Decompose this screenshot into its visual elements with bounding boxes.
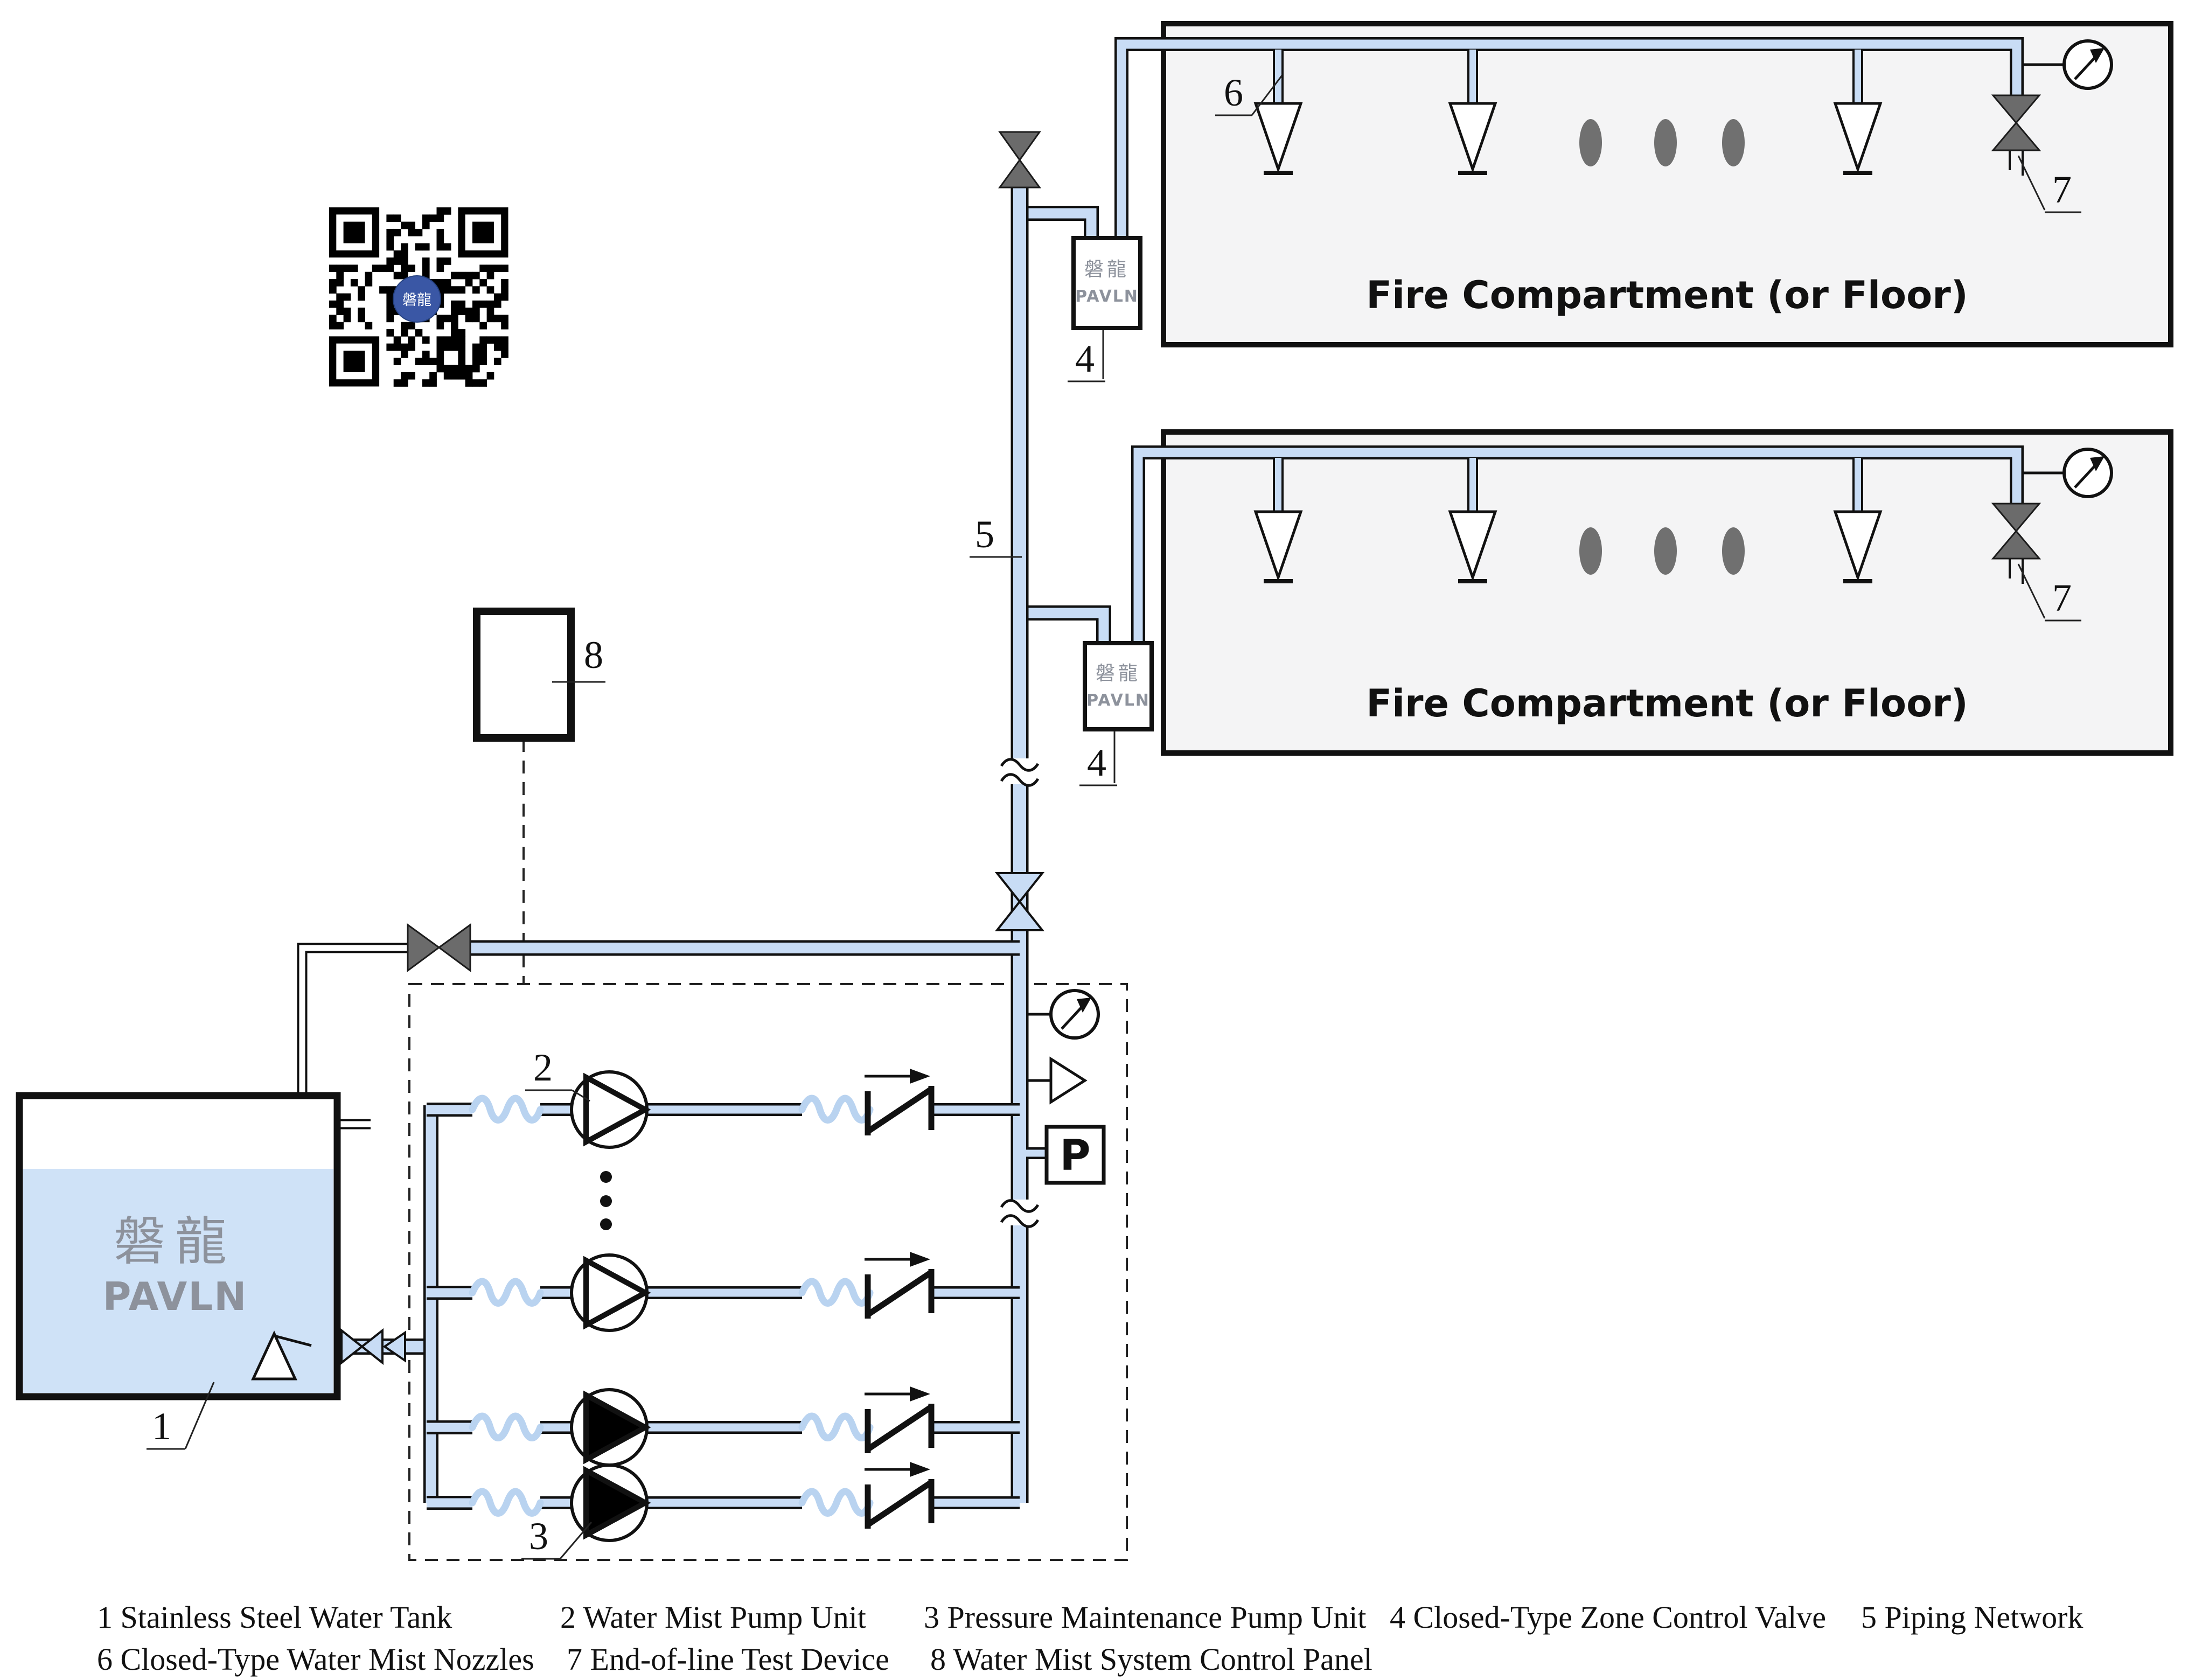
riser-break-lower: [1001, 1200, 1038, 1226]
comp2-pressure-gauge-icon: [2064, 449, 2112, 497]
riser-isolation-valve: [994, 872, 1045, 931]
svg-text:6: 6: [1224, 71, 1243, 114]
pressure-switch-label: P: [1060, 1132, 1090, 1180]
legend-item: 2 Water Mist Pump Unit: [560, 1600, 866, 1635]
comp2-feed-pipe: [1131, 445, 2024, 673]
qr-code: 磐龍: [325, 204, 512, 392]
callout-7-test-device-1: 7: [2017, 155, 2081, 213]
flexible-connectors: [472, 1098, 870, 1514]
pressure-maintenance-pump-2: [572, 1465, 647, 1540]
svg-text:5: 5: [975, 513, 994, 556]
legend-item: 7 End-of-line Test Device: [567, 1642, 889, 1677]
svg-text:8: 8: [584, 633, 603, 677]
riser-break-upper: [1001, 758, 1038, 785]
fire-compartment-2-box: [1161, 429, 2173, 756]
pump-ellipsis-dots: [600, 1171, 612, 1230]
callouts: 1 2 3 4 4 5 6: [147, 71, 2081, 1560]
pump-row-piping: [427, 1103, 1020, 1510]
zone-valve-1-logo-latin: PAVLN: [1075, 287, 1139, 306]
callout-5-piping: 5: [970, 513, 1022, 558]
zone-valve-2-logo-latin: PAVLN: [1086, 691, 1150, 710]
svg-text:1: 1: [152, 1405, 171, 1448]
qr-center-logo: [393, 275, 441, 323]
callout-7-test-device-2: 7: [2017, 563, 2081, 622]
svg-text:3: 3: [529, 1515, 548, 1558]
check-valve-row3: [865, 1386, 931, 1453]
fire-compartment-1: Fire Compartment (or Floor): [1161, 21, 2173, 347]
svg-text:4: 4: [1087, 741, 1106, 784]
riser-vent-valve: [998, 131, 1041, 189]
zone-valve-2-logo-cjk: 磐龍: [1096, 663, 1141, 685]
callout-6-nozzle: 6: [1215, 71, 1283, 116]
fire-compartment-1-box: [1161, 21, 2173, 347]
fire-compartment-1-label: Fire Compartment (or Floor): [1366, 273, 1968, 317]
zone-valve-1-logo-cjk: 磐龍: [1084, 259, 1130, 281]
fire-compartment-2: Fire Compartment (or Floor): [1161, 429, 2173, 756]
riser-pressure-gauge-icon: [1051, 991, 1098, 1038]
legend-item: 4 Closed-Type Zone Control Valve: [1390, 1600, 1826, 1635]
tank-outlet-valve: [340, 1328, 384, 1365]
tank-foot-valve-icon: [251, 1330, 312, 1381]
callout-2-pump: 2: [525, 1046, 590, 1102]
fill-line-butterfly-valve: [407, 923, 471, 972]
callout-3-jockey-pump: 3: [521, 1515, 593, 1560]
zone-control-valve-1: 磐龍 PAVLN: [1071, 236, 1142, 330]
svg-text:4: 4: [1075, 337, 1095, 380]
check-valve-row1: [865, 1069, 931, 1135]
tank-logo-latin: PAVLN: [103, 1274, 248, 1319]
svg-text:7: 7: [2052, 168, 2072, 211]
svg-text:7: 7: [2052, 576, 2072, 619]
svg-text:2: 2: [533, 1046, 553, 1089]
legend-item: 3 Pressure Maintenance Pump Unit: [924, 1600, 1367, 1635]
pressure-maintenance-pump-1: [572, 1390, 647, 1465]
callout-8-panel: 8: [552, 633, 605, 683]
legend-item: 6 Closed-Type Water Mist Nozzles: [97, 1642, 534, 1677]
fire-compartment-2-label: Fire Compartment (or Floor): [1366, 681, 1968, 726]
control-panel-box: [473, 608, 575, 742]
zone-control-valve-2: 磐龍 PAVLN: [1083, 641, 1154, 731]
legend: 1 Stainless Steel Water Tank 2 Water Mis…: [97, 1600, 2083, 1677]
legend-item: 5 Piping Network: [1861, 1600, 2083, 1635]
legend-item: 1 Stainless Steel Water Tank: [97, 1600, 452, 1635]
suction-flow-arrow-icon: [382, 1330, 406, 1363]
pressure-switch-box: P: [1044, 1125, 1106, 1185]
water-tank: 磐龍 PAVLN: [16, 1092, 341, 1400]
flow-direction-arrow-icon: [1049, 1056, 1088, 1105]
legend-item: 8 Water Mist System Control Panel: [930, 1642, 1372, 1677]
water-mist-pump-1: [572, 1072, 647, 1147]
tank-logo-cjk: 磐龍: [114, 1211, 236, 1272]
check-valve-row4: [865, 1462, 931, 1529]
qr-logo-text: 磐龍: [402, 292, 431, 309]
comp1-feed-pipe: [1114, 37, 2024, 248]
callout-4-zone-valve-2: 4: [1079, 731, 1117, 786]
water-mist-pump-2: [572, 1255, 647, 1330]
comp1-pressure-gauge-icon: [2064, 41, 2112, 88]
check-valve-row2: [865, 1252, 931, 1319]
callout-1-tank: 1: [147, 1382, 215, 1450]
callout-4-zone-valve-1: 4: [1068, 330, 1105, 382]
